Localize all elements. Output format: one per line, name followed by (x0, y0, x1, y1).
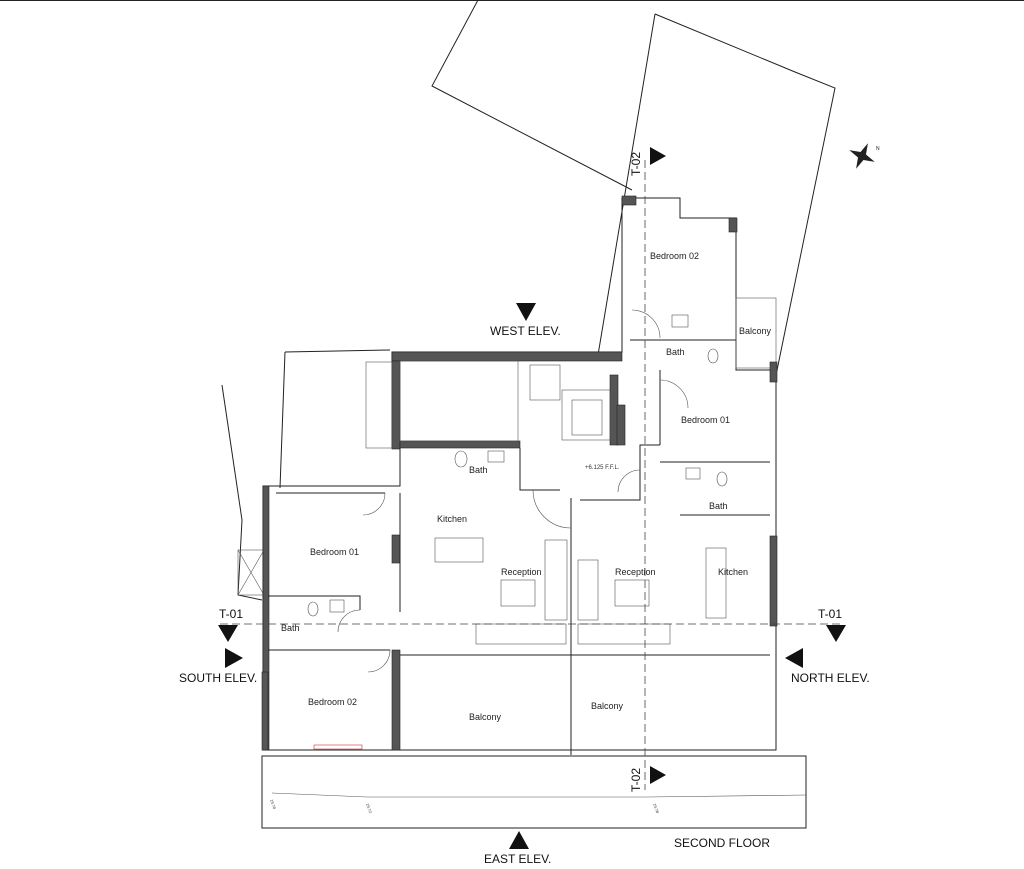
spot-level: 19.78 (652, 803, 660, 815)
room-label: Balcony (739, 326, 772, 336)
room-label: Balcony (469, 712, 502, 722)
section-label-t02-bottom: T-02 (629, 768, 643, 792)
section-marker-t02-bottom (650, 766, 666, 784)
section-label-t01-left: T-01 (219, 607, 243, 621)
spot-level: 19.70 (269, 799, 277, 811)
section-label-t02-top: T-02 (629, 152, 643, 176)
room-label: Balcony (591, 701, 624, 711)
south-elevation-marker (225, 648, 243, 668)
north-elevation-label: NORTH ELEV. (791, 671, 870, 685)
section-marker-t02-top (650, 147, 666, 165)
room-label: Kitchen (437, 514, 467, 524)
north-elevation-marker (785, 648, 803, 668)
room-label: Bedroom 01 (681, 415, 730, 425)
level-mark: +6.125 F.F.L. (585, 465, 620, 471)
room-label: Bath (281, 623, 300, 633)
room-label: Kitchen (718, 567, 748, 577)
room-label: Bath (709, 501, 728, 511)
north-arrow-icon: N (849, 143, 880, 169)
east-elevation-label: EAST ELEV. (484, 852, 551, 866)
interior-walls (268, 218, 777, 755)
room-label: Bath (666, 347, 685, 357)
svg-text:N: N (876, 146, 880, 152)
street-strip (261, 755, 807, 829)
west-elevation-marker (516, 303, 536, 321)
east-elevation-marker (509, 831, 529, 849)
room-label: Bedroom 01 (310, 547, 359, 557)
spot-level: 19.72 (365, 803, 373, 815)
room-label: Bedroom 02 (650, 251, 699, 261)
room-label: Bath (469, 465, 488, 475)
room-label: Reception (501, 567, 542, 577)
west-elevation-label: WEST ELEV. (490, 324, 561, 338)
site-boundary (221, 0, 836, 601)
south-elevation-label: SOUTH ELEV. (179, 671, 257, 685)
room-label: Bedroom 02 (308, 697, 357, 707)
floor-title: SECOND FLOOR (674, 836, 770, 850)
building-outline (261, 195, 778, 751)
room-label: Reception (615, 567, 656, 577)
section-marker-t01-left (218, 625, 238, 642)
section-marker-t01-right (826, 625, 846, 642)
section-label-t01-right: T-01 (818, 607, 842, 621)
